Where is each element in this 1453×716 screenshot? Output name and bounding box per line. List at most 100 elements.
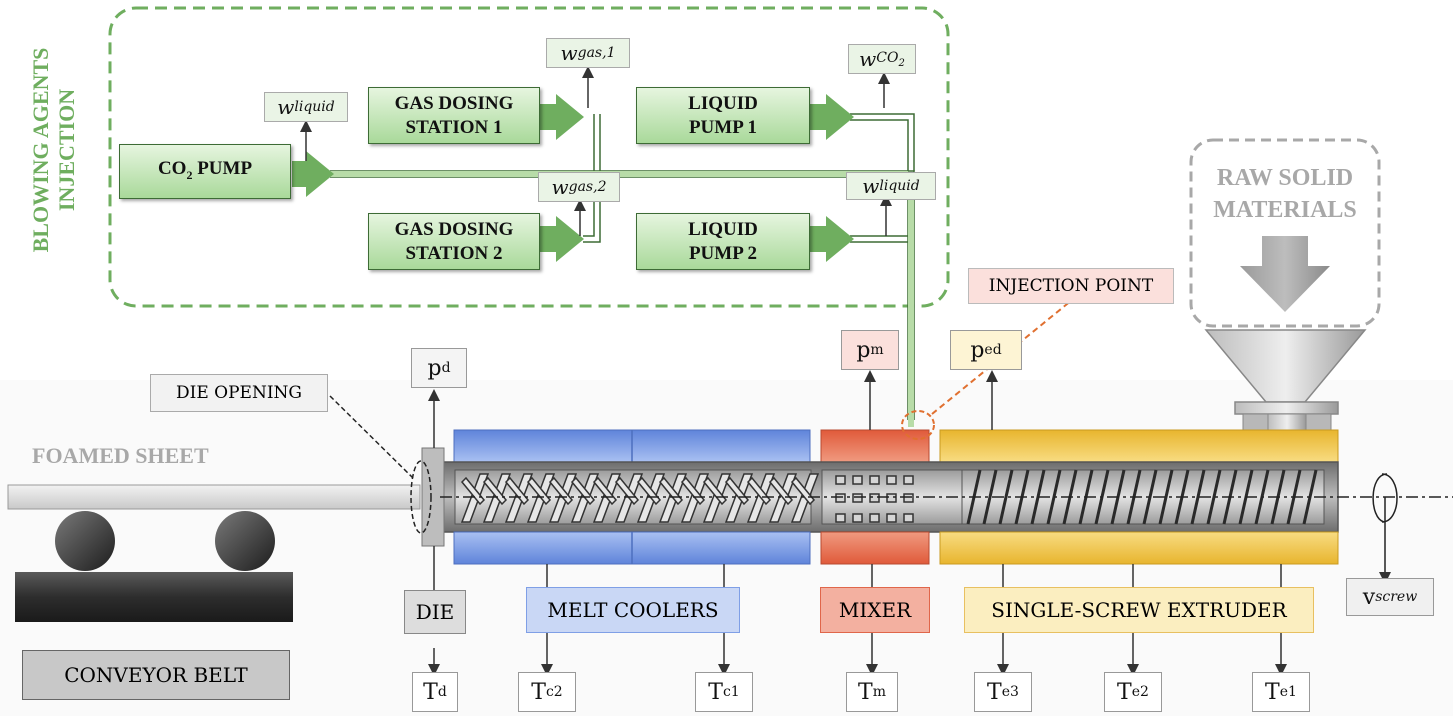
t-e2-main: T	[1117, 679, 1132, 705]
t-e3-main: T	[987, 679, 1002, 705]
conveyor-belt-label: CONVEYOR BELT	[22, 650, 290, 700]
gas1-outlet-arrow	[540, 94, 584, 140]
p-d-sub: d	[441, 360, 451, 376]
co2-pump-subscript: 2	[186, 167, 193, 182]
injection-point-marker	[901, 410, 935, 440]
die-text: DIE	[415, 600, 455, 624]
co2-outlet-arrow	[292, 151, 334, 197]
liquid-pump-1-line2: PUMP 1	[688, 116, 758, 138]
liquid-pump-2-line1: LIQUID	[688, 218, 758, 240]
p-d-main: p	[427, 355, 442, 381]
feed-arrow	[1240, 236, 1330, 312]
injection-point-text: INJECTION POINT	[988, 276, 1154, 296]
w-co2-subsub: 2	[898, 57, 905, 69]
section-title-line2: INJECTION	[54, 88, 79, 212]
liquid2-outlet-arrow	[810, 216, 854, 262]
mixer-pin	[886, 513, 897, 523]
t-c1-sub: c1	[722, 684, 740, 700]
mixing-element-cross	[460, 476, 486, 506]
mixing-element-cross	[482, 476, 508, 506]
rotation-icon	[1372, 473, 1398, 584]
die-opening-marker	[410, 460, 432, 534]
mixer-pin	[869, 493, 880, 503]
t-c2-main: T	[531, 679, 546, 705]
extruder-top	[939, 429, 1339, 463]
p-m-main: p	[856, 337, 871, 363]
t-c1-main: T	[708, 679, 723, 705]
mixer-pin	[886, 475, 897, 485]
conveyor-belt-text: CONVEYOR BELT	[64, 663, 248, 687]
mixer-pin	[903, 513, 914, 523]
injection-region-border	[108, 6, 950, 308]
w-gas1-main: w	[560, 41, 578, 65]
mixer-pin	[886, 493, 897, 503]
w-liquid-right-sub: liquid	[879, 178, 920, 194]
foamed-sheet	[7, 484, 421, 510]
liquid-pump-2-line2: PUMP 2	[688, 242, 758, 264]
die-opening-callout: DIE OPENING	[150, 374, 328, 412]
mixer-pin	[869, 513, 880, 523]
injection-pipe-fill	[908, 177, 914, 427]
t-e1-sub: e1	[1279, 684, 1297, 700]
mixer-pin	[903, 493, 914, 503]
gas-dosing-1-line2: STATION 1	[405, 116, 503, 138]
mixer-label: MIXER	[820, 587, 930, 633]
injection-point-callout: INJECTION POINT	[968, 268, 1174, 304]
gas-dosing-2-line1: GAS DOSING	[394, 218, 514, 240]
foamed-sheet-label: FOAMED SHEET	[32, 443, 209, 468]
mixer-pin	[852, 475, 863, 485]
w-co2-main: w	[859, 47, 877, 71]
screw-flight	[1206, 469, 1222, 525]
mixer-top	[820, 429, 930, 463]
p-ed-sub: ed	[984, 342, 1002, 358]
liquid-pump-1-line1: LIQUID	[688, 92, 758, 114]
p-ed-main: p	[970, 337, 985, 363]
mixing-element-cross	[504, 476, 530, 506]
extruder-bottom	[939, 531, 1339, 565]
pressure-arrows	[428, 370, 998, 448]
raw-materials-line2: MATERIALS	[1213, 197, 1357, 223]
gas-dosing-2-line2: STATION 2	[405, 242, 503, 264]
p-m-sub: m	[870, 342, 884, 358]
mixer-bottom	[820, 531, 930, 565]
w-gas2-sub: gas,2	[568, 179, 607, 195]
w-liquid-right-main: w	[862, 174, 880, 198]
die-label: DIE	[404, 590, 466, 634]
section-title: BLOWING AGENTS INJECTION	[28, 30, 80, 270]
section-title-line1: BLOWING AGENTS	[28, 47, 53, 253]
single-screw-extruder-label: SINGLE-SCREW EXTRUDER	[964, 587, 1314, 633]
co2-pump-label-rest: PUMP	[192, 157, 253, 179]
melt-coolers-label: MELT COOLERS	[526, 587, 740, 633]
screw-flight	[1158, 469, 1174, 525]
gas2-outlet-arrow	[540, 216, 584, 262]
die-opening-leader	[329, 395, 414, 479]
t-m-sub: m	[872, 684, 886, 700]
t-e2-sub: e2	[1131, 684, 1149, 700]
roller-right	[215, 511, 275, 571]
t-e3-sub: e3	[1001, 684, 1019, 700]
mixer-pin	[835, 493, 846, 503]
mixer-pins	[835, 475, 914, 523]
co2-pump-label: CO	[157, 157, 187, 179]
v-screw-sub: screw	[1375, 589, 1418, 605]
w-gas1-sub: gas,1	[577, 45, 616, 61]
co2-pump-box: CO2 PUMP	[119, 144, 291, 199]
raw-materials-border	[1189, 138, 1381, 328]
mixer-pin	[835, 475, 846, 485]
mixer-pin	[835, 513, 846, 523]
